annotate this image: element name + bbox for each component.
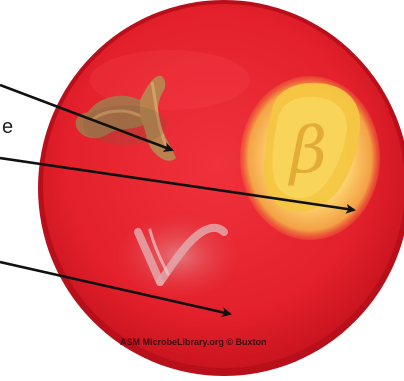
beta-mark: β bbox=[288, 114, 327, 188]
gamma-hemolysis-streak bbox=[118, 214, 238, 298]
cropped-label-fragment: e bbox=[2, 116, 13, 138]
watermark-credit: ASM MicrobeLibrary.org © Buxton bbox=[120, 337, 266, 347]
beta-hemolysis-streak: β bbox=[240, 76, 380, 240]
